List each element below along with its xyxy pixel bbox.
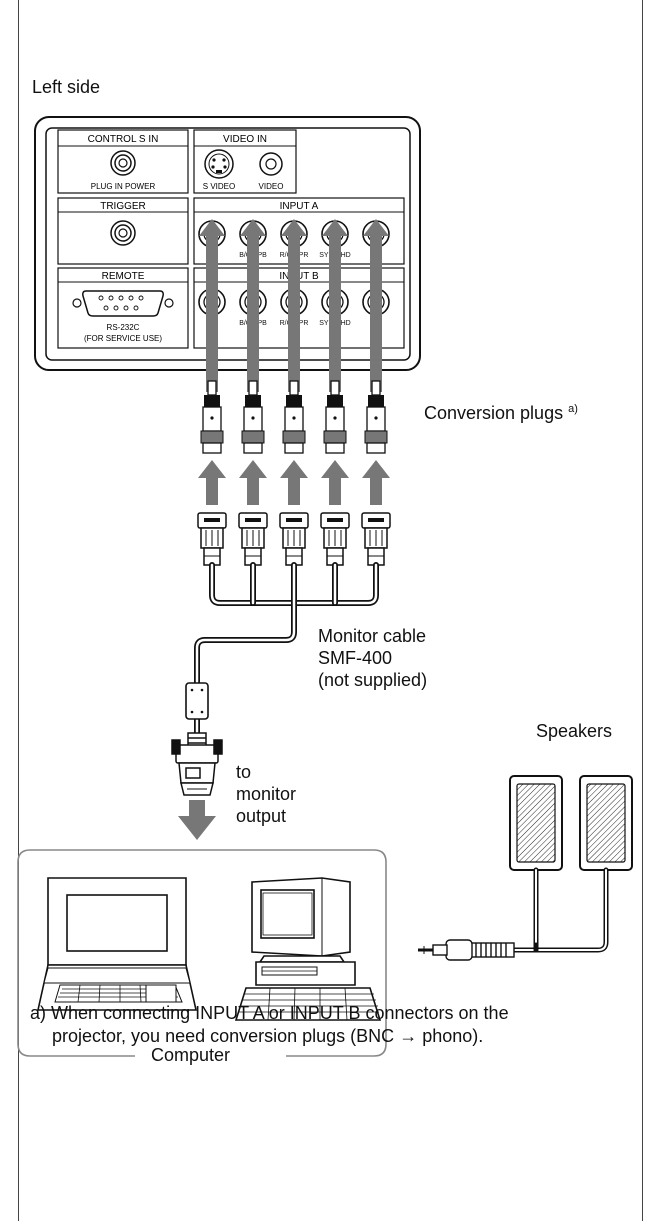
conversion-plugs-text: Conversion plugs [424, 403, 564, 423]
monitor-cable-line-3: (not supplied) [318, 670, 428, 690]
to-monitor-output-label: to monitor output [236, 761, 296, 827]
video-in-label: VIDEO IN [223, 134, 267, 145]
input-a-label: INPUT A [280, 201, 319, 212]
upward-arrow [322, 219, 348, 392]
ferrite-core [185, 682, 209, 720]
remote-label: REMOTE [102, 271, 145, 282]
s-video-jack [204, 149, 234, 179]
monitor-cable-label: Monitor cable SMF-400 (not supplied) [318, 625, 427, 691]
laptop-icon [37, 877, 197, 1011]
computer-label: Computer [151, 1045, 231, 1065]
projector-panel: CONTROL S IN PLUG IN POWER VIDEO IN S VI… [34, 116, 421, 371]
bnc-connectors [197, 512, 391, 566]
phono-plug [364, 380, 388, 454]
stereo-mini-plug [418, 939, 515, 961]
bnc-connector [197, 512, 227, 566]
s-video-label: S VIDEO [203, 182, 235, 191]
plug-to-panel-arrows [199, 219, 389, 392]
plug-in-power-label: PLUG IN POWER [91, 182, 156, 191]
footnote-line-1: a) When connecting INPUT A or INPUT B co… [30, 1003, 509, 1023]
bnc-connector [361, 512, 391, 566]
phono-plug [200, 380, 224, 454]
upward-arrow [199, 219, 225, 392]
upward-arrow [198, 460, 226, 505]
phono-plug [282, 380, 306, 454]
bnc-connector [320, 512, 350, 566]
speakers-label: Speakers [536, 721, 613, 741]
upward-arrow [362, 460, 390, 505]
footnote: a) When connecting INPUT A or INPUT B co… [30, 1002, 630, 1048]
video-label: VIDEO [259, 182, 284, 191]
upward-arrow [240, 219, 266, 392]
bnc-connector [238, 512, 268, 566]
speaker-cable [509, 867, 609, 953]
left-side-heading: Left side [32, 77, 101, 97]
conversion-plugs-label: Conversion plugs a) [424, 398, 578, 424]
conversion-plugs-note: a) [568, 403, 578, 415]
for-service-label: (FOR SERVICE USE) [84, 334, 162, 343]
footnote-text-a: projector, you need conversion plugs (BN… [52, 1026, 400, 1046]
to-monitor-line-3: output [236, 806, 287, 826]
trigger-jack [110, 220, 136, 246]
conversion-plugs [200, 380, 388, 454]
phono-plug [241, 380, 265, 454]
monitor-cable-line-1: Monitor cable [318, 626, 427, 646]
upward-arrow [281, 219, 307, 392]
to-computer-arrow [178, 800, 216, 840]
footnote-line-2: projector, you need conversion plugs (BN… [30, 1025, 630, 1048]
upward-arrow [363, 219, 389, 392]
arrow-icon: → [399, 1026, 418, 1046]
rs232c-connector [72, 290, 174, 317]
desktop-computer-icon [234, 877, 382, 1021]
to-monitor-line-2: monitor [236, 784, 297, 804]
control-s-in-label: CONTROL S IN [88, 134, 159, 145]
computer-group-box [17, 849, 387, 1057]
monitor-cable-line-2: SMF-400 [318, 648, 393, 668]
footnote-text-b: phono). [417, 1026, 484, 1046]
upward-arrow [321, 460, 349, 505]
control-s-in-jack [110, 150, 136, 176]
upward-arrow [280, 460, 308, 505]
page-frame [18, 0, 643, 1221]
bnc-to-plug-arrows [198, 460, 390, 505]
vga-connector [171, 732, 223, 796]
monitor-cable [194, 562, 379, 736]
phono-plug [323, 380, 347, 454]
to-monitor-line-1: to [236, 762, 252, 782]
speakers-icon [509, 775, 633, 871]
video-jack [259, 152, 283, 176]
upward-arrow [239, 460, 267, 505]
trigger-label: TRIGGER [100, 201, 146, 212]
bnc-connector [279, 512, 309, 566]
rs232c-label: RS-232C [107, 323, 140, 332]
